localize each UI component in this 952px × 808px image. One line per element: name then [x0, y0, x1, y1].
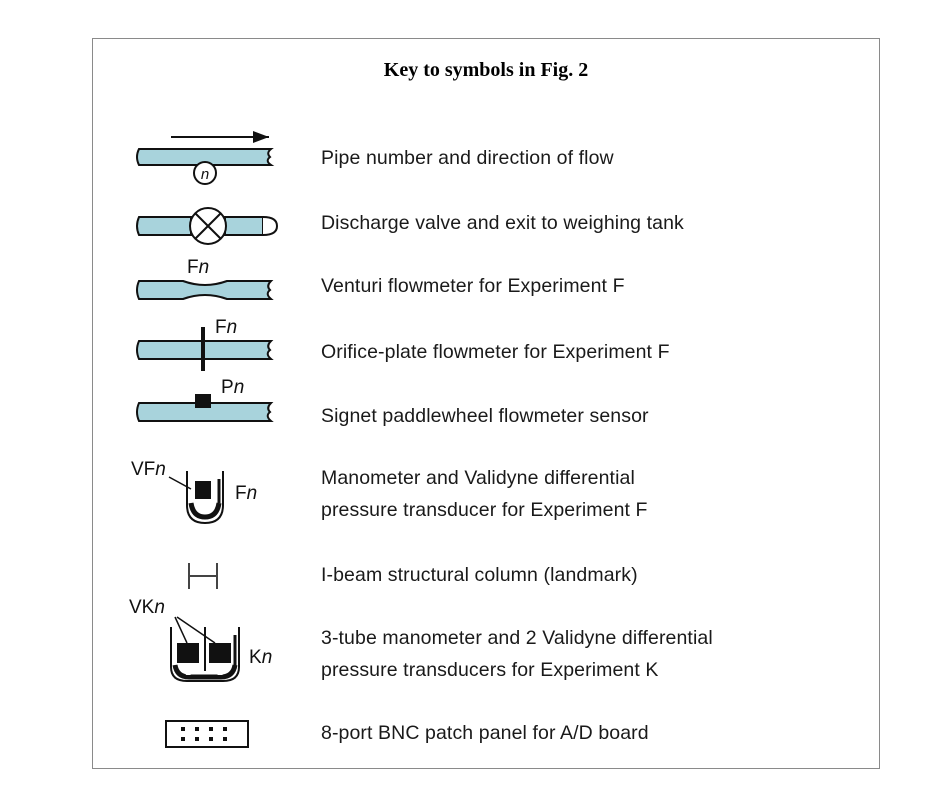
manometer-label: Fn — [235, 483, 257, 504]
orifice-label: Fn — [215, 317, 237, 338]
paddlewheel-description: Signet paddlewheel flowmeter sensor — [321, 405, 649, 427]
pipe-number-label: n — [201, 166, 209, 183]
legend-title: Key to symbols in Fig. 2 — [383, 59, 589, 81]
bnc-panel-description: 8-port BNC patch panel for A/D board — [321, 722, 649, 744]
tube-label-1: 1 — [185, 666, 191, 678]
paddlewheel-sensor-icon: Pn — [136, 377, 274, 422]
pipe-flow-icon: n — [136, 131, 275, 185]
validyne-label: VFn — [131, 459, 166, 480]
i-beam-description: I-beam structural column (landmark) — [321, 564, 638, 586]
tube-label-2: 2 — [217, 666, 223, 678]
discharge-valve-icon — [136, 207, 279, 245]
pipe-flow-description: Pipe number and direction of flow — [321, 147, 614, 169]
three-tube-description-line1: 3-tube manometer and 2 Validyne differen… — [321, 627, 713, 649]
manometer-validyne-icon: VFn Fn — [131, 459, 257, 525]
legend-panel: Key to symbols in Fig. 2 n Pipe number a… — [92, 38, 880, 769]
orifice-plate-icon: Fn — [136, 317, 274, 371]
orifice-description: Orifice-plate flowmeter for Experiment F — [321, 341, 670, 363]
venturi-label: Fn — [187, 257, 209, 278]
bnc-patch-panel-icon — [165, 720, 249, 748]
i-beam-column-icon — [188, 563, 218, 589]
manometer-description-line1: Manometer and Validyne differential — [321, 467, 635, 489]
discharge-valve-description: Discharge valve and exit to weighing tan… — [321, 212, 684, 234]
manometer-description-line2: pressure transducer for Experiment F — [321, 499, 648, 521]
manometer-k-label: Kn — [249, 647, 272, 668]
venturi-flowmeter-icon: Fn — [136, 257, 274, 300]
validyne-k-label: VKn — [129, 597, 165, 618]
three-tube-manometer-icon: VKn 1 2 Kn — [129, 597, 272, 682]
three-tube-description-line2: pressure transducers for Experiment K — [321, 659, 659, 681]
venturi-description: Venturi flowmeter for Experiment F — [321, 275, 625, 297]
paddlewheel-label: Pn — [221, 377, 244, 398]
